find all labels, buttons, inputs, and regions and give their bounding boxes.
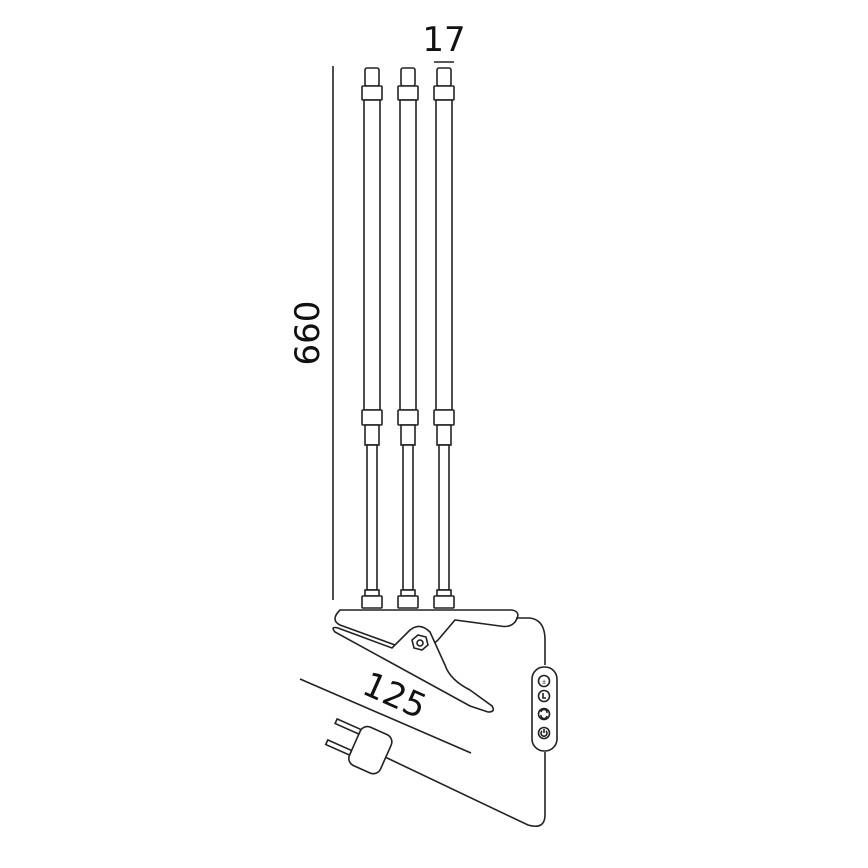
height-dimension-label: 660 [288, 301, 328, 366]
timer-button[interactable] [537, 689, 551, 703]
tube-diameter-label: 17 [422, 20, 465, 60]
tube-left [361, 67, 383, 609]
clamp-nut-icon [411, 634, 429, 651]
power-button[interactable] [537, 726, 551, 740]
mode-button[interactable] [537, 707, 551, 721]
tube-right [433, 67, 455, 609]
clip-length-dimension-line [299, 678, 472, 754]
svg-text:±: ± [542, 679, 546, 686]
dimmer-controller: ± [531, 666, 558, 752]
tube-middle [397, 67, 419, 609]
brightness-button[interactable]: ± [537, 674, 551, 688]
cable [384, 617, 546, 828]
power-plug [324, 717, 393, 775]
clamp [332, 609, 519, 713]
